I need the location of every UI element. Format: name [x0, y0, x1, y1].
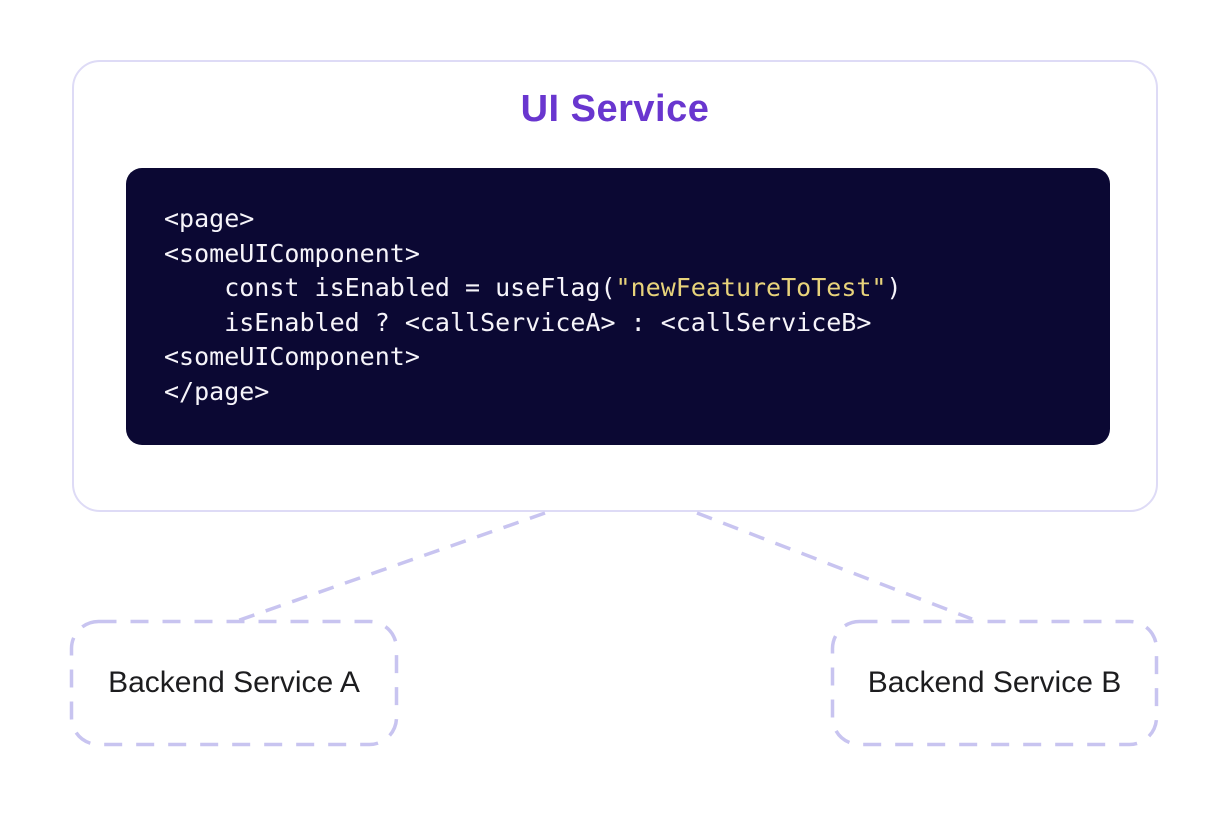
- code-text: <someUIComponent>: [164, 342, 420, 372]
- code-text: </page>: [164, 376, 270, 406]
- code-text: ): [886, 273, 902, 303]
- code-line-6: </page>: [164, 375, 1072, 410]
- backend-service-a-box: Backend Service A: [70, 620, 398, 746]
- code-line-3: const isEnabled = useFlag("newFeatureToT…: [164, 271, 1072, 306]
- code-line-4: isEnabled ? <callServiceA> : <callServic…: [164, 306, 1072, 341]
- code-text: <page>: [164, 204, 255, 233]
- code-text: const isEnabled = useFlag(: [164, 273, 616, 303]
- connector-line-to-service-b: [696, 511, 973, 621]
- ui-service-title: UI Service: [520, 88, 710, 130]
- backend-service-b-box: Backend Service B: [831, 620, 1158, 746]
- code-string-literal: "newFeatureToTest": [615, 273, 887, 303]
- backend-service-a-label: Backend Service A: [108, 666, 360, 699]
- connector-line-to-service-a: [236, 511, 546, 623]
- code-line-2: <someUIComponent>: [164, 237, 1072, 272]
- code-line-5: <someUIComponent>: [164, 340, 1072, 375]
- ui-service-box: UI Service <page> <someUIComponent> cons…: [72, 60, 1158, 512]
- code-text: <someUIComponent>: [164, 238, 420, 268]
- code-line-1: <page>: [164, 202, 1072, 237]
- code-text: isEnabled ? <callServiceA> : <callServic…: [164, 307, 872, 337]
- backend-service-b-label: Backend Service B: [867, 666, 1122, 699]
- code-snippet-block: <page> <someUIComponent> const isEnabled…: [126, 168, 1110, 445]
